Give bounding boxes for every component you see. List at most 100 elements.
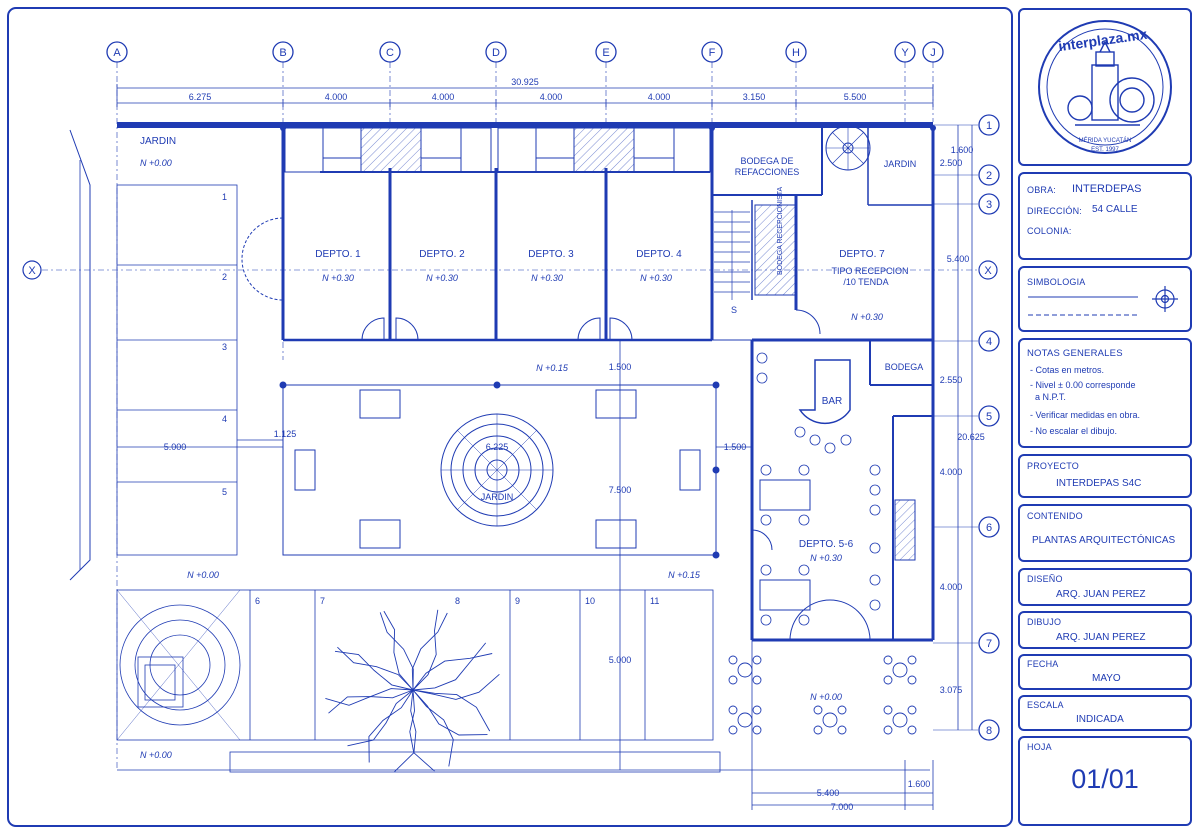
title-block-hoja: HOJA 01/01 — [1018, 736, 1192, 826]
dim-right-1: 2.500 — [940, 158, 963, 168]
terrace-chair — [728, 675, 738, 685]
lot-4: 4 — [222, 414, 227, 424]
label-depto-4: DEPTO. 4 — [636, 249, 682, 260]
axis-x-bubble-left — [22, 260, 42, 280]
dim-right-4: 4.000 — [940, 467, 963, 477]
terrace-chair — [837, 725, 847, 735]
row-label-3: 3 — [986, 199, 992, 211]
dim-right-6: 3.075 — [940, 685, 963, 695]
chair — [760, 614, 772, 626]
chair — [798, 614, 810, 626]
dim-total-width: 30.925 — [511, 77, 539, 87]
tree-branch — [325, 688, 414, 706]
lot-5: 5 — [222, 487, 227, 497]
column-bubble-D — [485, 41, 507, 63]
level-lower-mid: N +0.15 — [668, 570, 701, 580]
column-bubble-B — [272, 41, 294, 63]
terrace-chair — [883, 655, 893, 665]
chair — [756, 352, 768, 364]
tree-branch — [328, 689, 414, 714]
simbologia-label: SIMBOLOGIA — [1027, 277, 1086, 287]
row-label-7: 7 — [986, 638, 992, 650]
column-bubble-J — [922, 41, 944, 63]
tree-branch — [412, 673, 500, 700]
terrace-chair — [907, 725, 917, 735]
chair — [760, 464, 772, 476]
title-block-diseno: DISEÑO ARQ. JUAN PEREZ — [1018, 568, 1192, 606]
terrace-chair — [752, 675, 762, 685]
column-label-C: C — [386, 47, 394, 59]
title-block-escala: ESCALA INDICADA — [1018, 695, 1192, 731]
lot-6: 6 — [255, 596, 260, 606]
row-label-4: 4 — [986, 336, 992, 348]
drawing-border — [7, 7, 1013, 827]
logo-emblem — [1038, 20, 1172, 154]
label-tipo-2: /10 TENDA — [843, 277, 888, 287]
tree-branch — [394, 689, 417, 773]
fecha-value: MAYO — [1092, 673, 1121, 684]
tree-branch — [412, 609, 439, 691]
label-bodega: BODEGA — [885, 362, 924, 372]
column-label-E: E — [602, 47, 609, 59]
title-block-project-info: OBRA: INTERDEPAS DIRECCIÓN: 54 CALLE COL… — [1018, 172, 1192, 260]
chair — [809, 434, 821, 446]
column-label-Y: Y — [901, 47, 909, 59]
escala-label: ESCALA — [1027, 700, 1064, 710]
chair — [760, 514, 772, 526]
terrace-table — [737, 712, 753, 728]
column-label-A: A — [113, 47, 121, 59]
tree-symbol — [325, 609, 500, 773]
note-3: a N.P.T. — [1030, 392, 1066, 402]
chair — [798, 464, 810, 476]
chair — [760, 564, 772, 576]
chair — [869, 504, 881, 516]
column-label-B: B — [279, 47, 286, 59]
label-bodega-ref-2: REFACCIONES — [735, 167, 800, 177]
terrace-chair — [752, 705, 762, 715]
level-bottom-left: N +0.00 — [140, 750, 172, 760]
terrace-table — [892, 712, 908, 728]
tree-branch — [412, 642, 487, 691]
column-label-F: F — [709, 47, 716, 59]
hoja-value: 01/01 — [1071, 764, 1139, 794]
dim-top-6: 5.500 — [844, 92, 867, 102]
chair — [824, 442, 836, 454]
terrace-chair — [907, 705, 917, 715]
chair — [756, 372, 768, 384]
lot-2: 2 — [222, 272, 227, 282]
note-2: - Nivel ± 0.00 corresponde — [1030, 380, 1136, 390]
dim-right-total: 20.625 — [957, 432, 985, 442]
row-label-1: 1 — [986, 120, 992, 132]
title-block-contenido: CONTENIDO PLANTAS ARQUITECTÓNICAS — [1018, 504, 1192, 562]
row-bubble-7 — [978, 632, 1000, 654]
level-corridor: N +0.15 — [536, 363, 569, 373]
axis-x-label-left: X — [28, 265, 36, 277]
level-depto-5-6: N +0.30 — [810, 553, 842, 563]
dim-right-0: 1.600 — [951, 145, 974, 155]
lot-8: 8 — [455, 596, 460, 606]
dim-lower-height: 5.000 — [609, 655, 632, 665]
terrace-chair — [752, 725, 762, 735]
tree-branch — [347, 689, 414, 747]
title-block-dibujo: DIBUJO ARQ. JUAN PEREZ — [1018, 611, 1192, 649]
row-label-2: 2 — [986, 170, 992, 182]
dim-1125: 1.125 — [274, 429, 297, 439]
tree-branch — [412, 689, 491, 732]
chair — [840, 434, 852, 446]
escala-value: INDICADA — [1076, 714, 1124, 725]
dim-bottom-1: 1.600 — [908, 779, 931, 789]
symbology-graphics — [1028, 286, 1178, 316]
level-depto-1: N +0.30 — [322, 273, 354, 283]
proyecto-label: PROYECTO — [1027, 461, 1079, 471]
dibujo-label: DIBUJO — [1027, 617, 1062, 627]
terrace-table — [892, 662, 908, 678]
tree-branch — [409, 689, 435, 772]
label-tipo-1: TIPO RECEPCION — [831, 266, 908, 276]
row-label-5: 5 — [986, 411, 992, 423]
dim-top-5: 3.150 — [743, 92, 766, 102]
label-jardin-top-right: JARDIN — [884, 159, 917, 169]
dim-right-3: 2.550 — [940, 375, 963, 385]
label-depto-1: DEPTO. 1 — [315, 249, 361, 260]
